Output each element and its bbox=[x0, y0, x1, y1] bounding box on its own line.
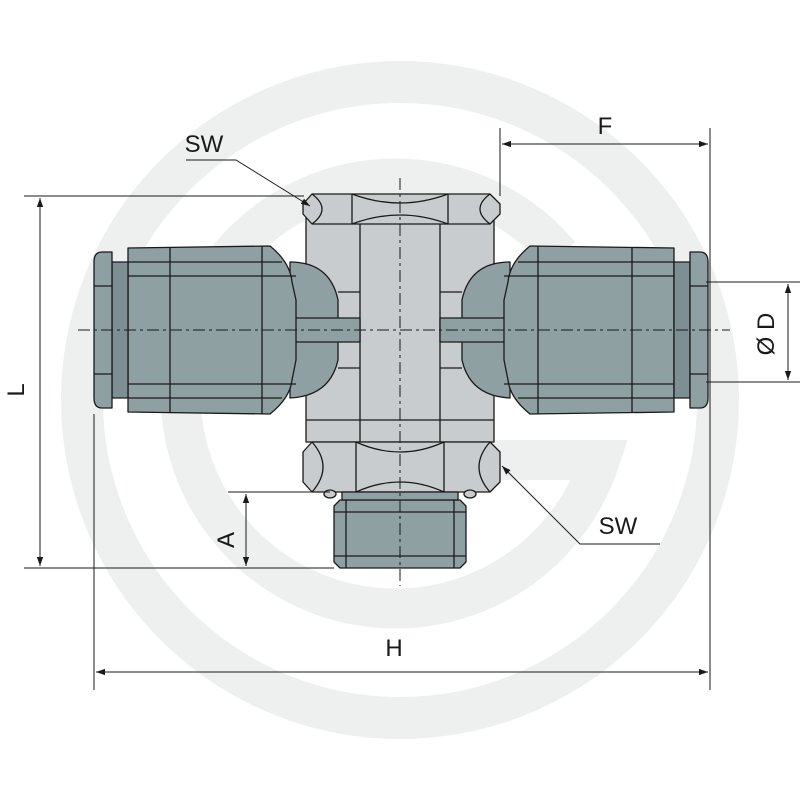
dimension-lines bbox=[36, 140, 792, 676]
bottom-hex-nut bbox=[302, 441, 501, 499]
top-hex-nut bbox=[302, 193, 501, 225]
label-l: L bbox=[3, 383, 30, 396]
label-h: H bbox=[385, 635, 402, 662]
sw-leaders bbox=[186, 159, 660, 545]
label-a: A bbox=[213, 532, 240, 548]
center-lines bbox=[78, 178, 730, 586]
label-sw-top: SW bbox=[185, 131, 224, 158]
label-d: Ø D bbox=[753, 313, 780, 356]
extension-lines bbox=[24, 128, 800, 690]
label-sw-bottom: SW bbox=[599, 513, 638, 540]
label-f: F bbox=[598, 113, 613, 140]
